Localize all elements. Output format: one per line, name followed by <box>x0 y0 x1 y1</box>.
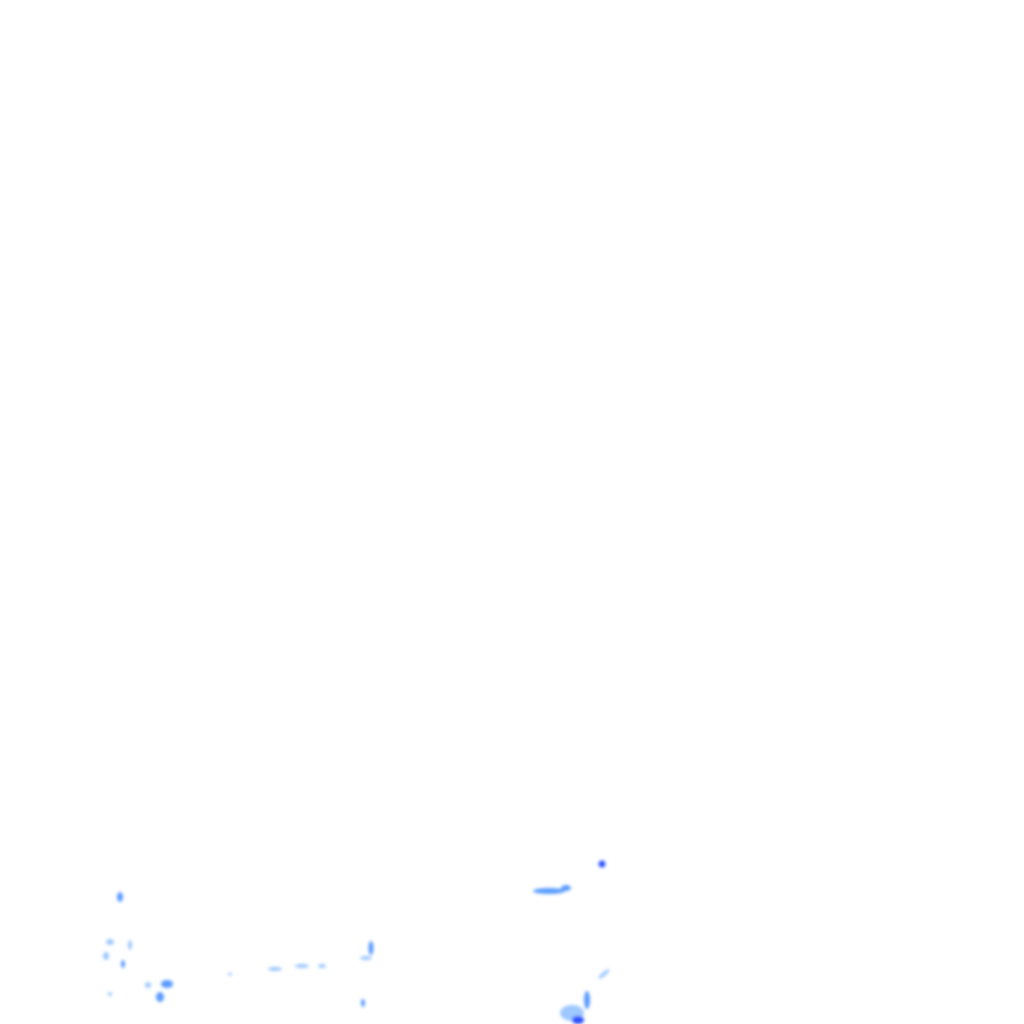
speck <box>128 940 132 950</box>
speck <box>106 939 114 945</box>
speck <box>533 888 565 894</box>
speck <box>584 991 590 1009</box>
speck <box>361 999 365 1007</box>
speck <box>268 967 282 971</box>
speck <box>228 972 232 976</box>
speck <box>572 1016 584 1024</box>
speck <box>117 892 123 902</box>
speck <box>598 969 610 979</box>
speck <box>598 860 606 868</box>
speck <box>368 941 374 955</box>
speckle-group <box>103 860 610 1024</box>
speck <box>318 964 326 968</box>
speck <box>360 956 372 960</box>
speck <box>161 980 173 988</box>
speck <box>295 964 309 968</box>
speck <box>108 992 112 996</box>
speck <box>145 982 151 988</box>
speck <box>156 992 164 1002</box>
speck <box>121 960 125 968</box>
speck <box>561 885 571 891</box>
speck <box>103 952 109 960</box>
